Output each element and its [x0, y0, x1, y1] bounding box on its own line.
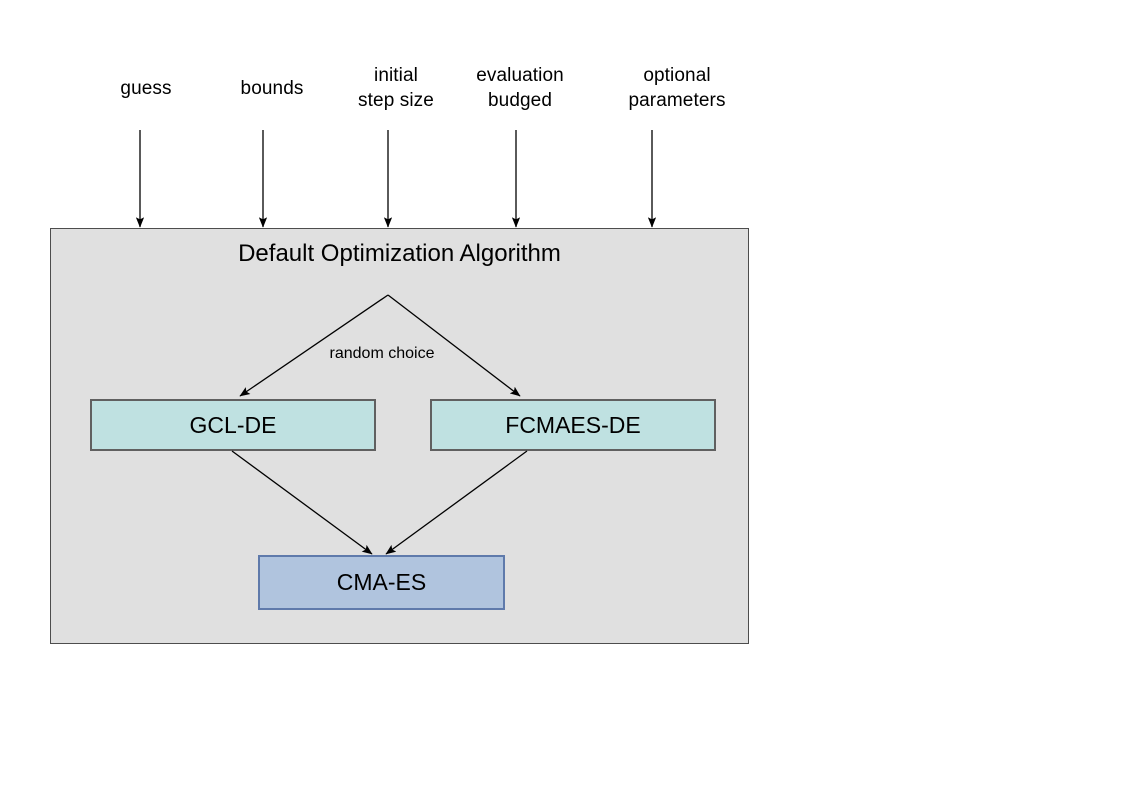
input-label-bounds: bounds: [240, 78, 304, 99]
node-gcl-de[interactable]: GCL-DE: [90, 399, 376, 451]
node-cma-es-label: CMA-ES: [336, 569, 427, 595]
node-gcl-de-label: GCL-DE: [189, 411, 277, 438]
input-label-evaluation-budged: evaluation budged: [476, 65, 564, 111]
input-label-guess: guess: [120, 78, 172, 99]
input-label-initial-step-size: initial step size: [358, 65, 434, 111]
input-label-optional-parameters: optional parameters: [628, 65, 726, 111]
container-title: Default Optimization Algorithm: [238, 240, 561, 267]
node-fcmaes-de-label: FCMAES-DE: [505, 411, 641, 438]
node-cma-es[interactable]: CMA-ES: [258, 555, 505, 610]
input-arrow-group: [135, 130, 657, 228]
node-fcmaes-de[interactable]: FCMAES-DE: [430, 399, 716, 451]
edge-label-random-choice: random choice: [329, 345, 435, 362]
